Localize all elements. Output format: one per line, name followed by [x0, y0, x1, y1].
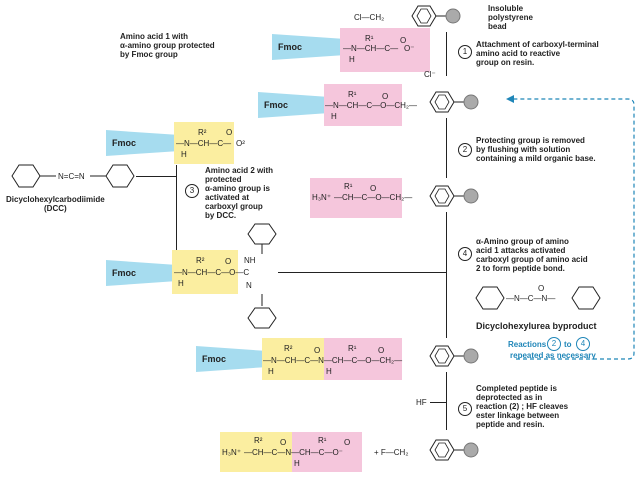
amino-acid-1-block	[340, 28, 430, 72]
cl-minus-label: Cl⁻	[424, 70, 436, 79]
arrow-step-1	[446, 32, 447, 76]
amino-acid-2-label: Amino acid 2 with protected α-amino grou…	[205, 166, 274, 220]
fmoc-group-activated: Fmoc	[106, 260, 172, 286]
dcu-structure: —N—C—N— O	[475, 284, 601, 310]
activated-amino-acid-2	[172, 250, 238, 294]
resin-bead-final	[429, 439, 479, 461]
hf-connector	[430, 402, 446, 403]
amino-acid-1-resin	[324, 84, 402, 126]
hf-label: HF	[416, 398, 427, 407]
step-2-marker: 2	[458, 143, 472, 157]
resin-bead-2	[429, 91, 479, 113]
arrow-step-5	[446, 372, 447, 430]
h3n-label-2: H₃N⁺	[222, 448, 242, 457]
step-4-marker: 4	[458, 247, 472, 261]
step-1-text: Attachment of carboxyl-terminal amino ac…	[476, 40, 599, 67]
dipeptide-aa1	[324, 338, 402, 380]
final-aa1	[292, 432, 362, 472]
cl-ch2-label: Cl—CH₂	[354, 13, 385, 22]
amino-acid-2-block	[174, 122, 234, 164]
step-1-marker: 1	[458, 45, 472, 59]
step-4-text: α-Amino group of amino acid 1 attacks ac…	[476, 237, 588, 273]
dcc-structure: N=C=N	[11, 164, 135, 188]
arrow-step-2	[446, 118, 447, 178]
fmoc-group-aa2: Fmoc	[106, 130, 174, 156]
loop-step-start: 2	[547, 337, 561, 351]
resin-bead-4	[429, 345, 479, 367]
insoluble-bead-label: Insoluble polystyrene bead	[488, 4, 533, 31]
arrow-step-4	[446, 212, 447, 338]
amino-acid-1-label: Amino acid 1 with α-amino group protecte…	[120, 32, 215, 59]
dcc-label: Dicyclohexylcarbodiimide (DCC)	[6, 195, 105, 213]
svg-text:O: O	[538, 284, 544, 293]
loop-step-end: 4	[576, 337, 590, 351]
fmoc-group-2: Fmoc	[258, 92, 324, 118]
fmoc-group-dipeptide: Fmoc	[196, 346, 262, 372]
step-3-marker: 3	[185, 184, 199, 198]
fmoc-group-1: Fmoc	[272, 34, 340, 60]
f-ch2-label: + F—CH₂	[374, 448, 409, 457]
repeat-loop-arrow	[506, 95, 635, 360]
deprotected-amino-acid-1	[310, 178, 402, 218]
step-2-text: Protecting group is removed by flushing …	[476, 136, 596, 163]
byproduct-line	[278, 272, 446, 273]
final-aa2	[220, 432, 292, 472]
svg-text:—N—C—N—: —N—C—N—	[506, 294, 555, 303]
arrow-step-3	[176, 165, 177, 251]
dcc-connector	[136, 176, 176, 177]
loop-note-suffix: repeated as necessary	[510, 351, 596, 360]
dipeptide-aa2	[262, 338, 324, 380]
h3n-label-1: H₃N⁺	[312, 193, 332, 202]
resin-bead-3	[429, 185, 479, 207]
step-5-text: Completed peptide is deprotected as in r…	[476, 384, 569, 429]
resin-bead-top	[411, 5, 461, 27]
cyclohexyl-rings-activated	[247, 223, 277, 329]
o-minus-1: O⁻	[404, 44, 415, 53]
step-5-marker: 5	[458, 402, 472, 416]
dcu-label: Dicyclohexylurea byproduct	[476, 321, 597, 331]
loop-note: Reactions	[508, 340, 547, 349]
svg-text:N=C=N: N=C=N	[58, 172, 85, 181]
